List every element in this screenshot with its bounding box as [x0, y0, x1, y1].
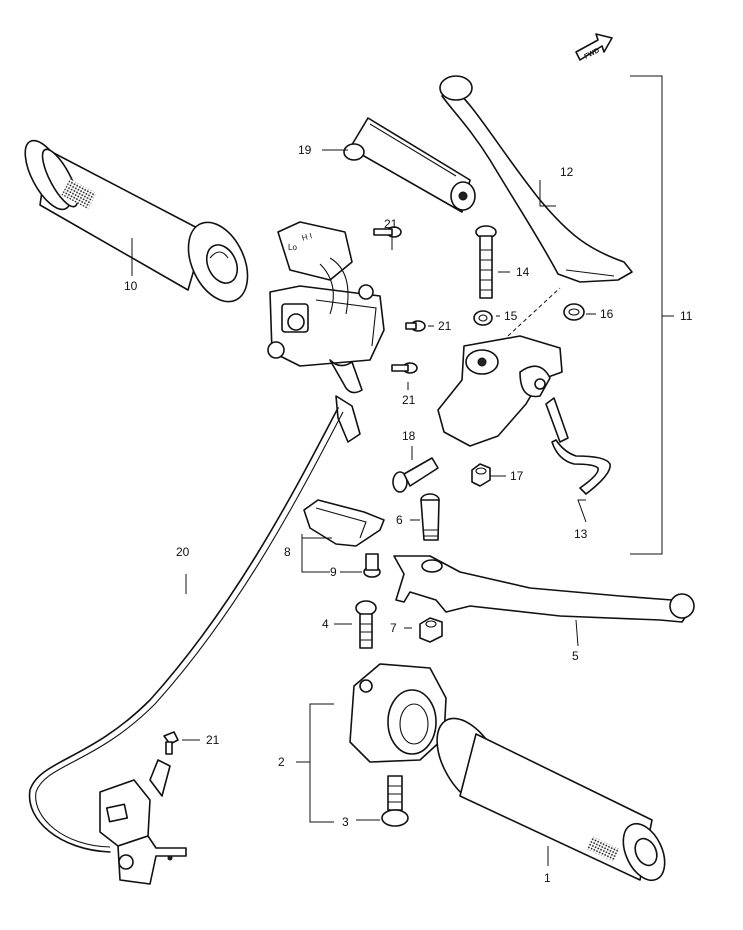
label-2: 2 [278, 755, 285, 769]
label-7: 7 [390, 621, 397, 635]
label-11: 11 [680, 309, 693, 323]
bolt-18 [392, 457, 439, 493]
label-4: 4 [322, 617, 329, 631]
label-20: 20 [176, 545, 190, 559]
label-8: 8 [284, 545, 291, 559]
nut-17 [471, 463, 491, 487]
bolt-14 [475, 225, 497, 299]
screw-21b [405, 320, 426, 332]
washer-15 [473, 310, 493, 326]
handlebar-weight [343, 117, 476, 213]
right-grip [436, 717, 666, 882]
label-16: 16 [600, 307, 614, 321]
screw-9 [363, 553, 381, 578]
label-14: 14 [516, 265, 530, 279]
screw-21c [391, 362, 418, 374]
screw-21d [163, 731, 179, 755]
brake-lever [393, 555, 695, 623]
pivot-bolt-6 [420, 493, 440, 541]
label-21d: 21 [206, 733, 220, 747]
clutch-switch-bracket [99, 759, 187, 885]
label-12: 12 [560, 165, 574, 179]
left-switch-housing: H I Lo [267, 221, 385, 443]
left-grip [24, 139, 249, 303]
label-3: 3 [342, 815, 349, 829]
label-18: 18 [402, 429, 416, 443]
bushing-16 [563, 303, 585, 321]
label-19: 19 [298, 143, 312, 157]
label-9: 9 [330, 565, 337, 579]
front-brake-switch [303, 499, 385, 547]
fwd-arrow-icon: FWD [575, 33, 613, 61]
label-21a: 21 [384, 217, 398, 231]
label-5: 5 [572, 649, 579, 663]
label-13: 13 [574, 527, 588, 541]
screw-3 [381, 775, 409, 827]
label-1: 1 [544, 871, 551, 885]
screw-21a [373, 226, 402, 238]
label-17: 17 [510, 469, 524, 483]
screw-4 [355, 600, 377, 649]
label-6: 6 [396, 513, 403, 527]
label-21c: 21 [402, 393, 416, 407]
label-15: 15 [504, 309, 518, 323]
label-10: 10 [124, 279, 138, 293]
upper-lever [439, 75, 633, 283]
wire-harness [28, 407, 339, 853]
nut-7 [419, 617, 443, 643]
label-21b: 21 [438, 319, 452, 333]
lever-holder [437, 335, 563, 447]
throttle-housing [349, 663, 447, 763]
switch-lo-marking: Lo [288, 243, 297, 252]
cable-13 [545, 397, 611, 495]
switch-hi-marking: H I [301, 231, 313, 242]
